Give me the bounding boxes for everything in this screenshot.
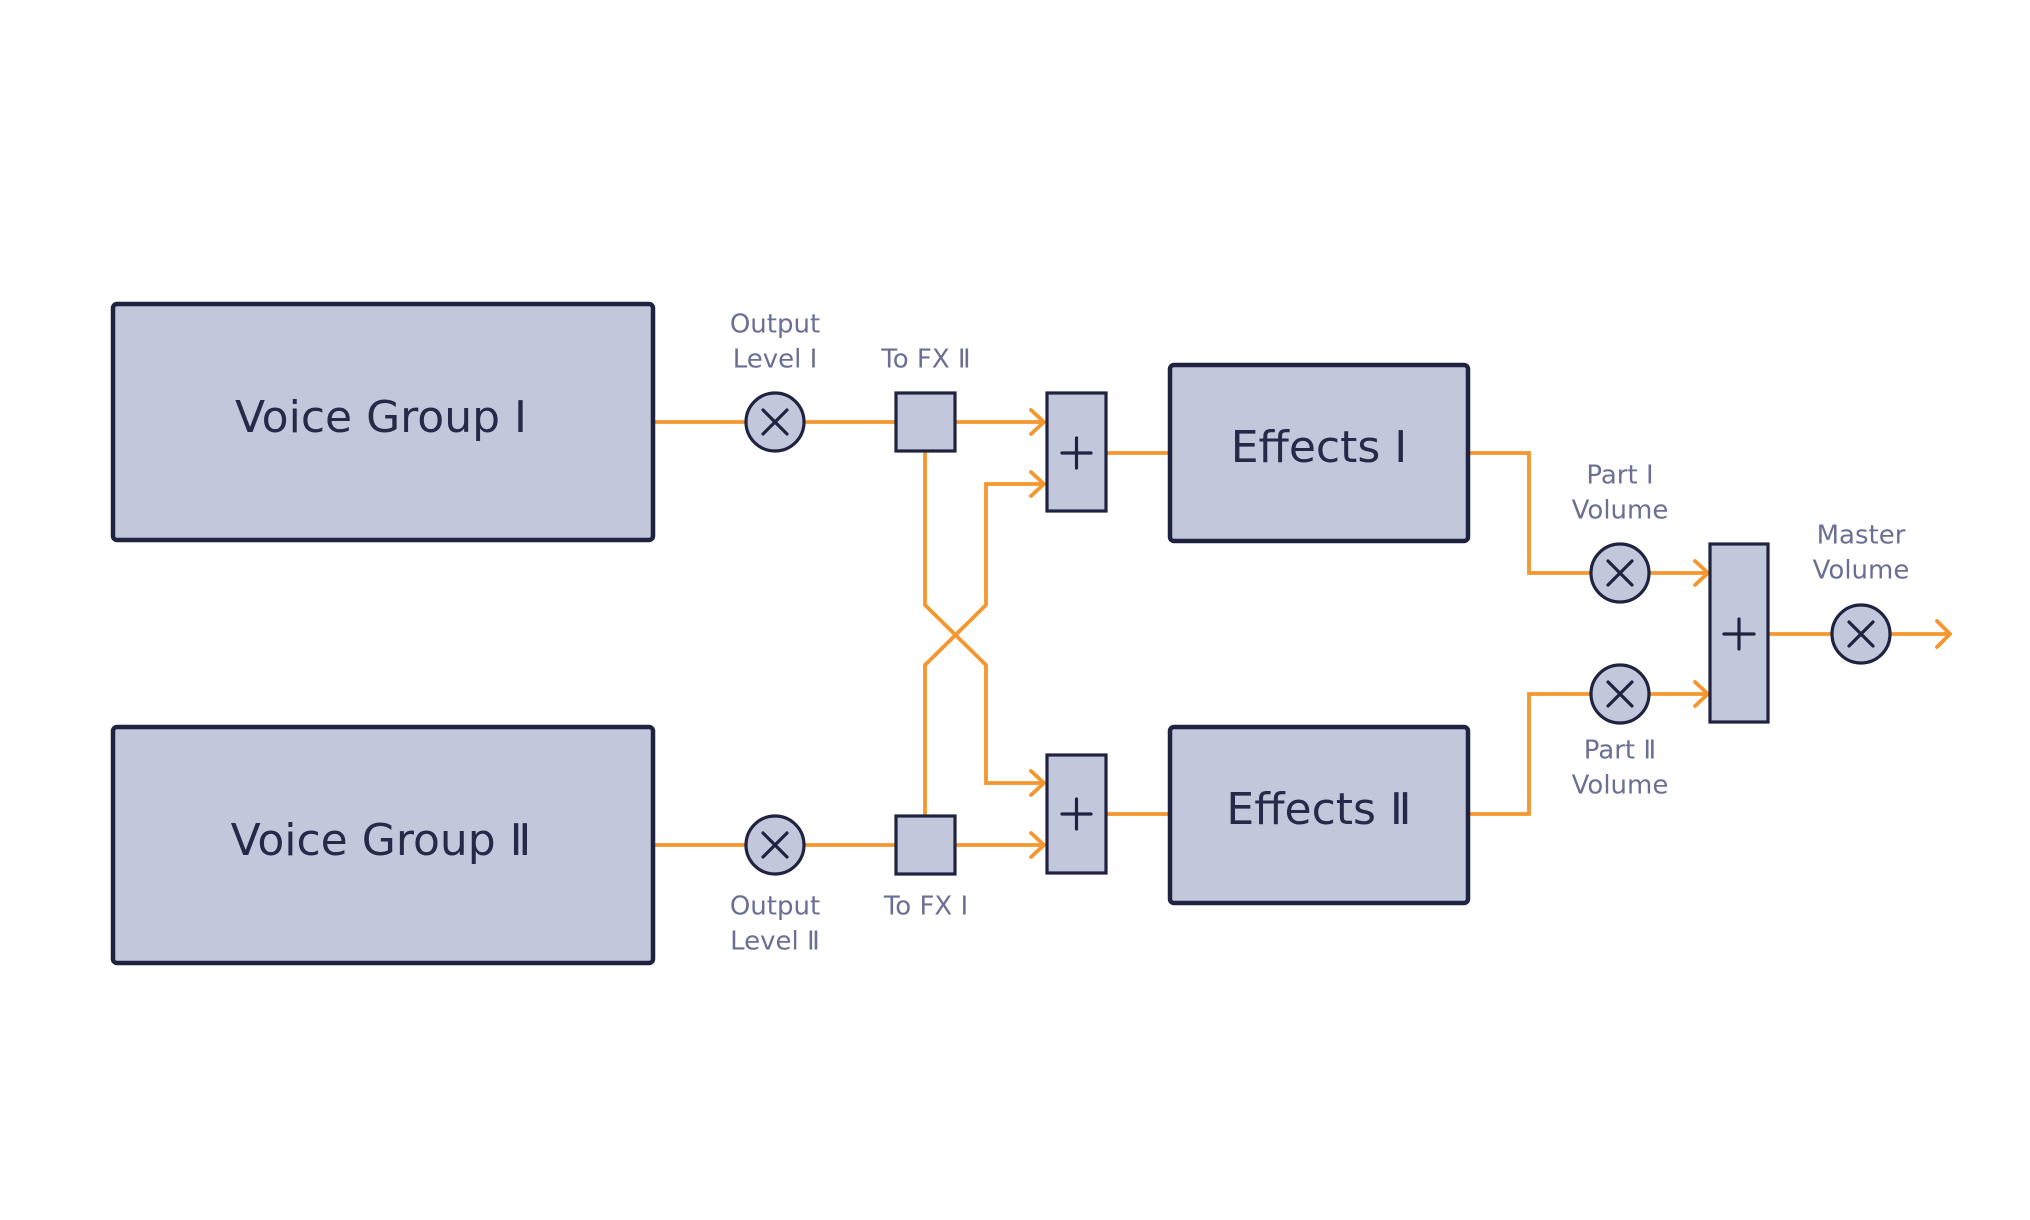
multiply-icon [761, 831, 789, 859]
wire-effects2-to-part2 [1468, 692, 1591, 816]
plus-icon [1722, 617, 1756, 651]
plus-icon [1060, 436, 1093, 470]
multiply-icon [1606, 680, 1634, 708]
voice-group-1-label: Voice Group Ⅰ [235, 392, 527, 443]
effects-1-block: Effects Ⅰ [1167, 362, 1471, 544]
arrow-into-adder1-bottom [1029, 470, 1046, 498]
to-fx-2-label: To FX Ⅱ [880, 345, 970, 375]
arrow-into-adder2-bottom [1029, 831, 1046, 859]
part-1-volume-label-line1: Part Ⅰ [1586, 461, 1653, 491]
part-2-volume-multiplier [1589, 663, 1651, 725]
adder-1 [1045, 391, 1108, 513]
wire-send-vg2-to-adder1 [923, 482, 1043, 815]
to-fx-1-label: To FX Ⅰ [883, 892, 968, 922]
master-adder [1708, 542, 1770, 724]
effects-1-label: Effects Ⅰ [1231, 422, 1408, 473]
part-1-volume-label-line2: Volume [1572, 496, 1669, 526]
to-fx-2-send-box [894, 391, 957, 453]
effects-2-block: Effects Ⅱ [1167, 724, 1471, 906]
output-level-1-label-line1: Output [730, 310, 820, 340]
output-level-1-label-line2: Level Ⅰ [733, 345, 818, 375]
master-volume-label-line2: Volume [1813, 556, 1910, 586]
multiply-icon [1847, 620, 1875, 648]
output-level-2-label-line2: Level Ⅱ [730, 927, 820, 957]
voice-group-2-block: Voice Group Ⅱ [110, 724, 656, 966]
master-volume-multiplier [1830, 603, 1892, 665]
voice-group-2-label: Voice Group Ⅱ [231, 815, 532, 866]
arrow-into-adder2-top [1029, 769, 1046, 797]
plus-icon [1060, 797, 1093, 831]
arrow-into-adder1-top [1029, 408, 1046, 436]
master-volume-label-line1: Master [1817, 521, 1906, 551]
output-level-1-multiplier [744, 391, 806, 453]
signal-wires [653, 408, 1952, 859]
output-level-2-label-line1: Output [730, 892, 820, 922]
part-1-volume-multiplier [1589, 542, 1651, 604]
arrow-into-master-adder-bottom [1693, 680, 1710, 708]
output-level-2-multiplier [744, 814, 806, 876]
part-2-volume-label-line2: Volume [1572, 771, 1669, 801]
wire-effects1-to-part1 [1468, 451, 1591, 575]
effects-2-label: Effects Ⅱ [1226, 784, 1411, 835]
to-fx-1-send-box [894, 814, 957, 876]
multiply-icon [761, 408, 789, 436]
arrow-master-output [1935, 619, 1952, 649]
multiply-icon [1606, 559, 1634, 587]
part-2-volume-label-line1: Part Ⅱ [1584, 736, 1656, 766]
adder-2 [1045, 753, 1108, 875]
voice-group-1-block: Voice Group Ⅰ [110, 301, 656, 543]
wire-send-vg1-to-adder2 [923, 452, 1043, 785]
arrow-into-master-adder-top [1693, 559, 1710, 587]
